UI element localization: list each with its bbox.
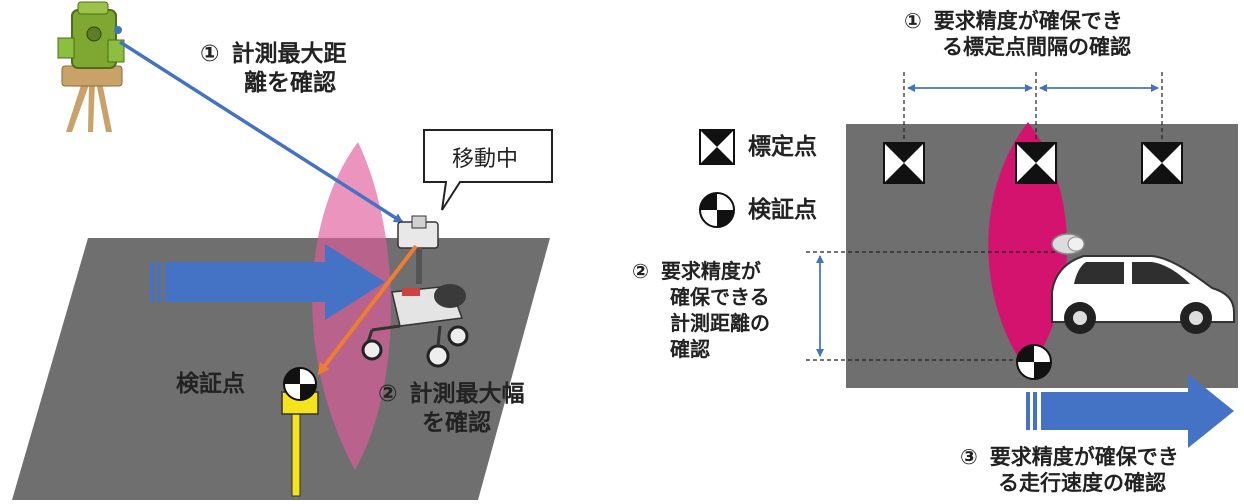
label-line: 確保できる [670,285,770,309]
car-icon [1051,233,1235,334]
label-check-point: 検証点 [176,371,245,397]
check-point-marker [1016,344,1052,380]
bubble-text: 移動中 [452,147,519,172]
interval-dimension [903,72,1163,146]
label-number: ① [904,9,922,33]
label-number: ② [378,381,398,407]
left-scene [12,1,553,500]
label-distance: ② 要求精度が 確保できる 計測距離の 確認 [632,258,770,362]
label-line: 計測距離の [670,311,770,335]
max-distance-line [119,40,404,224]
label-line: 要求精度が確保でき [989,445,1179,469]
control-point-marker [1015,142,1057,184]
max-width-line [317,244,418,376]
movement-arrow [150,244,385,320]
distance-dimension [806,251,1064,361]
label-max-width: ② 計測最大幅 を確認 [378,380,524,438]
legend-check-point-icon [699,192,735,228]
label-line: 離を確認 [244,69,336,96]
label-interval: ① 要求精度が確保でき る標定点間隔の確認 [904,8,1131,61]
label-max-distance: ① 計測最大距 離を確認 [200,40,346,98]
scanner-cart-icon [361,215,469,368]
label-line: 計測最大幅 [409,381,525,407]
legend-check-point-label: 検証点 [748,197,817,223]
legend-control-point-icon [699,129,735,165]
label-speed: ③ 要求精度が確保でき る走行速度の確認 [960,444,1179,497]
label-line: 要求精度が確保でき [933,9,1123,33]
label-line: 計測最大距 [231,41,347,67]
control-point-marker [883,142,925,184]
legend-control-point-label: 標定点 [748,134,817,160]
label-line: を確認 [422,409,491,436]
scan-lens [988,122,1067,372]
scan-sweep [312,142,392,470]
check-point-marker [281,367,319,497]
speech-bubble [423,129,553,211]
label-line: る走行速度の確認 [998,471,1166,496]
label-number: ③ [960,445,978,469]
label-line: る標定点間隔の確認 [942,35,1131,60]
control-point-marker [1141,142,1183,184]
total-station-icon [57,1,125,132]
label-line: 確認 [670,337,710,361]
label-line: 要求精度が [660,259,761,283]
label-number: ① [200,41,220,67]
speed-arrow [1026,374,1234,448]
right-scene [699,72,1238,448]
label-number: ② [632,259,649,283]
